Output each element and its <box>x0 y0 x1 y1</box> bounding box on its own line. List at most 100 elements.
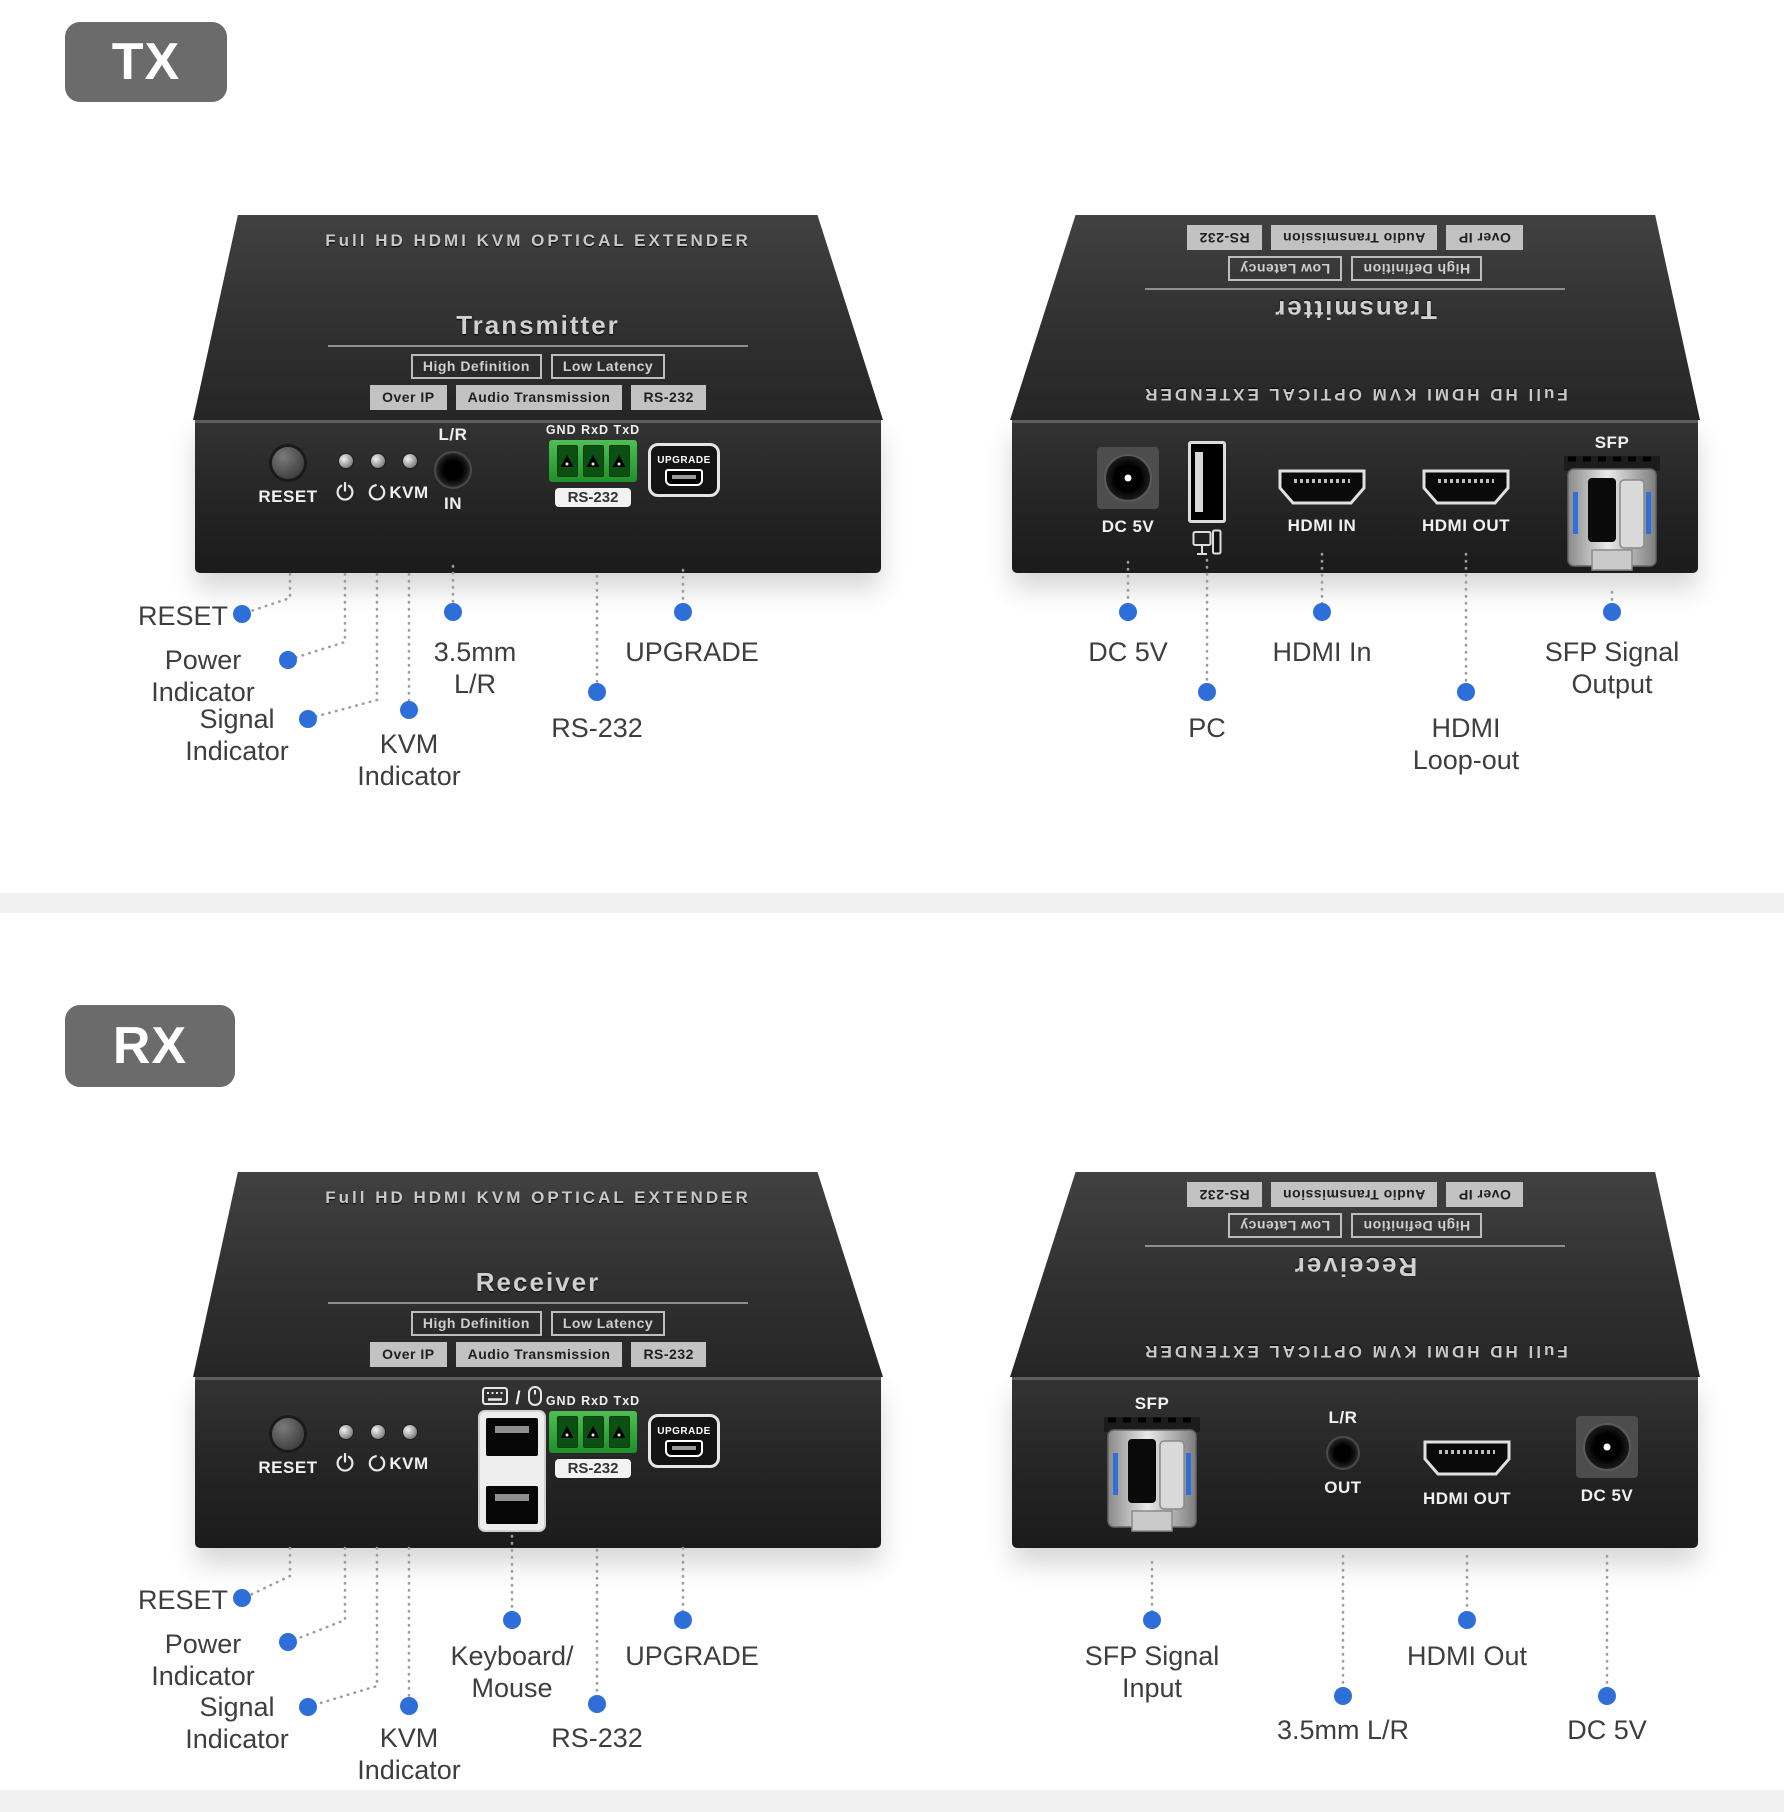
dc-power-group: DC 5V <box>1097 447 1159 537</box>
device-role: Transmitter <box>1273 295 1437 325</box>
feature-badge: High Definition <box>410 354 542 379</box>
audio-jack <box>434 451 472 489</box>
upgrade-port: UPGRADE <box>648 443 720 497</box>
signal-icon <box>366 1452 388 1479</box>
rs232-group: GND RxD TxD RS-232 <box>533 1394 653 1478</box>
sfp-group: SFP <box>1562 433 1662 579</box>
feature-badge: Audio Transmission <box>455 385 623 410</box>
sfp-module <box>1102 1417 1202 1540</box>
rs232-terminal <box>549 1411 637 1453</box>
section-divider <box>0 893 1784 913</box>
feature-badge: RS-232 <box>631 385 706 410</box>
reset-button-group: RESET <box>253 1418 323 1478</box>
power-icon <box>334 481 356 508</box>
feature-badge: Low Latency <box>550 354 666 379</box>
upgrade-label: UPGRADE <box>657 1425 711 1437</box>
rx-front-face: RESET KVM / GND RxD TxD <box>195 1377 881 1548</box>
kvm-led-label: KVM <box>389 483 429 502</box>
callout-dc-5v: DC 5V <box>1567 1715 1647 1745</box>
sfp-group: SFP <box>1102 1394 1202 1540</box>
device-title: Full HD HDMI KVM OPTICAL EXTENDER <box>325 1188 751 1207</box>
power-led <box>338 453 354 469</box>
hdmi-out-group: HDMI OUT <box>1422 469 1510 536</box>
pc-monitor-icon <box>1192 529 1222 562</box>
out-label: OUT <box>1324 1478 1362 1497</box>
rx-front-top-panel: Full HD HDMI KVM OPTICAL EXTENDER Receiv… <box>193 1172 883 1377</box>
dc-label: DC 5V <box>1580 1486 1634 1505</box>
callout-hdmi-in: HDMI In <box>1272 637 1372 667</box>
callout-dc-5v: DC 5V <box>1088 637 1168 667</box>
in-label: IN <box>444 494 462 513</box>
rs232-terminal <box>549 440 637 482</box>
usb-pc-group <box>1188 441 1226 562</box>
sfp-module <box>1562 456 1662 579</box>
role-underline <box>1145 288 1565 290</box>
role-underline <box>1145 1245 1565 1247</box>
usb-port <box>1188 441 1226 523</box>
sfp-label: SFP <box>1594 433 1630 452</box>
keyboard-icon <box>482 1387 509 1410</box>
signal-led <box>370 453 386 469</box>
feature-badge: Over IP <box>370 1342 447 1367</box>
rs232-label: RS-232 <box>554 488 632 507</box>
lr-label: L/R <box>1328 1408 1358 1427</box>
hdmi-in-label: HDMI IN <box>1287 516 1357 535</box>
dc-label: DC 5V <box>1101 517 1155 536</box>
hdmi-port <box>1278 469 1366 510</box>
reset-label: RESET <box>258 1458 318 1477</box>
feature-badge: RS-232 <box>1187 1182 1262 1207</box>
feature-badge: Low Latency <box>1227 256 1343 281</box>
signal-led <box>370 1424 386 1440</box>
micro-usb-port <box>665 1439 703 1457</box>
upgrade-port: UPGRADE <box>648 1414 720 1468</box>
dc-jack <box>1576 1416 1638 1478</box>
bottom-strip <box>0 1790 1784 1812</box>
rs232-pins-label: GND RxD TxD <box>545 1394 641 1408</box>
power-icon <box>334 1452 356 1479</box>
callout-keyboard-mouse: Keyboard/Mouse <box>450 1641 574 1703</box>
feature-badge: Audio Transmission <box>1270 1182 1438 1207</box>
mouse-icon <box>527 1386 542 1411</box>
tx-badge: TX <box>65 22 227 102</box>
audio-jack <box>1326 1436 1360 1470</box>
callout-pc: PC <box>1188 713 1226 743</box>
feature-badge: High Definition <box>1351 256 1483 281</box>
kvm-led <box>402 453 418 469</box>
feature-badge: RS-232 <box>1187 225 1262 250</box>
usb-slash: / <box>515 1388 521 1408</box>
tx-back-face: DC 5V HDMI IN HDMI OUT SFP <box>1012 420 1698 573</box>
rx-badge: RX <box>65 1005 235 1087</box>
reset-button-group: RESET <box>253 447 323 507</box>
callout-rs232: RS-232 <box>551 1723 643 1753</box>
upgrade-group: UPGRADE <box>648 1414 720 1468</box>
lr-label: L/R <box>438 425 468 444</box>
role-underline <box>328 1302 748 1304</box>
hdmi-port <box>1423 1440 1511 1481</box>
device-role: Transmitter <box>456 310 620 340</box>
usb-port <box>486 1418 538 1456</box>
feature-badge: RS-232 <box>631 1342 706 1367</box>
feature-badge: Audio Transmission <box>455 1342 623 1367</box>
keyboard-mouse-usb-ports <box>480 1412 544 1530</box>
feature-badge: High Definition <box>1351 1213 1483 1238</box>
rs232-pins-label: GND RxD TxD <box>545 423 641 437</box>
device-role: Receiver <box>1292 1252 1418 1282</box>
dc-jack <box>1097 447 1159 509</box>
dc-power-group: DC 5V <box>1576 1416 1638 1506</box>
rs232-label: RS-232 <box>554 1459 632 1478</box>
reset-button <box>272 447 304 479</box>
tx-back-top-panel: Full HD HDMI KVM OPTICAL EXTENDER Transm… <box>1010 215 1700 420</box>
device-title: Full HD HDMI KVM OPTICAL EXTENDER <box>325 231 751 250</box>
role-underline <box>328 345 748 347</box>
upgrade-group: UPGRADE <box>648 443 720 497</box>
rx-back-top-panel: Full HD HDMI KVM OPTICAL EXTENDER Receiv… <box>1010 1172 1700 1377</box>
